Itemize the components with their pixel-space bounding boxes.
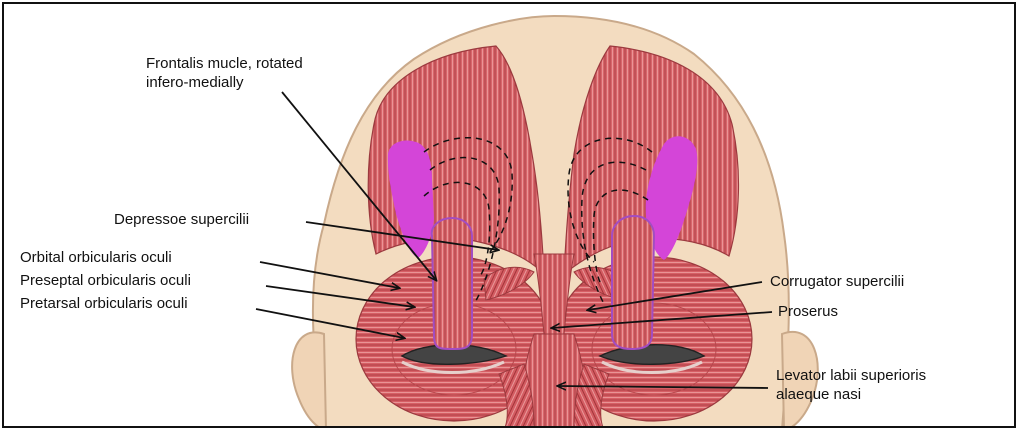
label-depressor-supercilii: Depressoe supercilii — [114, 210, 249, 229]
label-procerus: Proserus — [778, 302, 838, 321]
label-corrugator-supercilii: Corrugator supercilii — [770, 272, 904, 291]
label-levator-labii: Levator labii superioris alaeque nasi — [776, 366, 926, 404]
label-orbital-orbicularis: Orbital orbicularis oculi — [20, 248, 172, 267]
label-frontalis: Frontalis mucle, rotated infero-medially — [146, 54, 303, 92]
label-preseptal-orbicularis: Preseptal orbicularis oculi — [20, 271, 191, 290]
left-ear — [292, 332, 326, 428]
left-frontalis-outline — [432, 218, 472, 349]
label-pretarsal-orbicularis: Pretarsal orbicularis oculi — [20, 294, 188, 313]
right-frontalis-outline — [612, 216, 654, 349]
